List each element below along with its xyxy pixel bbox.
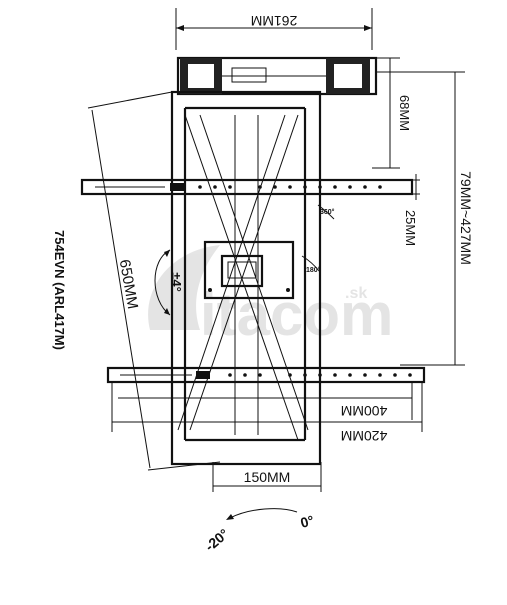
vesa-inner-label: 400MM	[341, 403, 388, 419]
bottom-mounting-rail	[106, 366, 426, 384]
rotation-bottom-label: 180°	[306, 266, 321, 274]
rotation-indicators: 360° 180°	[301, 204, 335, 274]
rail-height-dimension: 25MM	[403, 174, 420, 246]
watermark-suffix: .sk	[345, 285, 367, 302]
bottom-width-dimension: 150MM	[212, 462, 322, 492]
model-label: 754EVN (ARL417M)	[52, 230, 67, 350]
top-mounting-rail	[80, 178, 414, 196]
arm-extension-label: 650MM	[116, 258, 141, 310]
vesa-width-dimensions: 400MM 420MM	[111, 382, 423, 444]
top-width-dimension: 261MM	[175, 8, 373, 50]
top-width-label: 261MM	[251, 13, 298, 29]
bracket-height-dimension: 68MM	[372, 57, 412, 169]
rail-height-label: 25MM	[403, 210, 418, 246]
center-plate	[203, 240, 295, 300]
bracket-height-label: 68MM	[397, 95, 412, 131]
tilt-indicator: 0° -20°	[202, 508, 316, 554]
bottom-width-label: 150MM	[244, 469, 291, 485]
tilt-zero-label: 0°	[299, 512, 316, 531]
tilt-neg-label: -20°	[202, 525, 232, 554]
vesa-outer-label: 420MM	[341, 428, 388, 444]
wall-bracket	[176, 56, 378, 96]
swivel-label: ±4°	[169, 272, 184, 292]
watermark: itacom .sk	[148, 245, 393, 348]
vesa-vertical-label: 79MM~427MM	[458, 171, 474, 265]
swivel-indicator: ±4°	[154, 249, 184, 316]
vesa-vertical-dimension: 79MM~427MM	[375, 71, 474, 366]
rotation-top-label: 360°	[320, 208, 335, 216]
watermark-text: itacom	[200, 281, 393, 348]
